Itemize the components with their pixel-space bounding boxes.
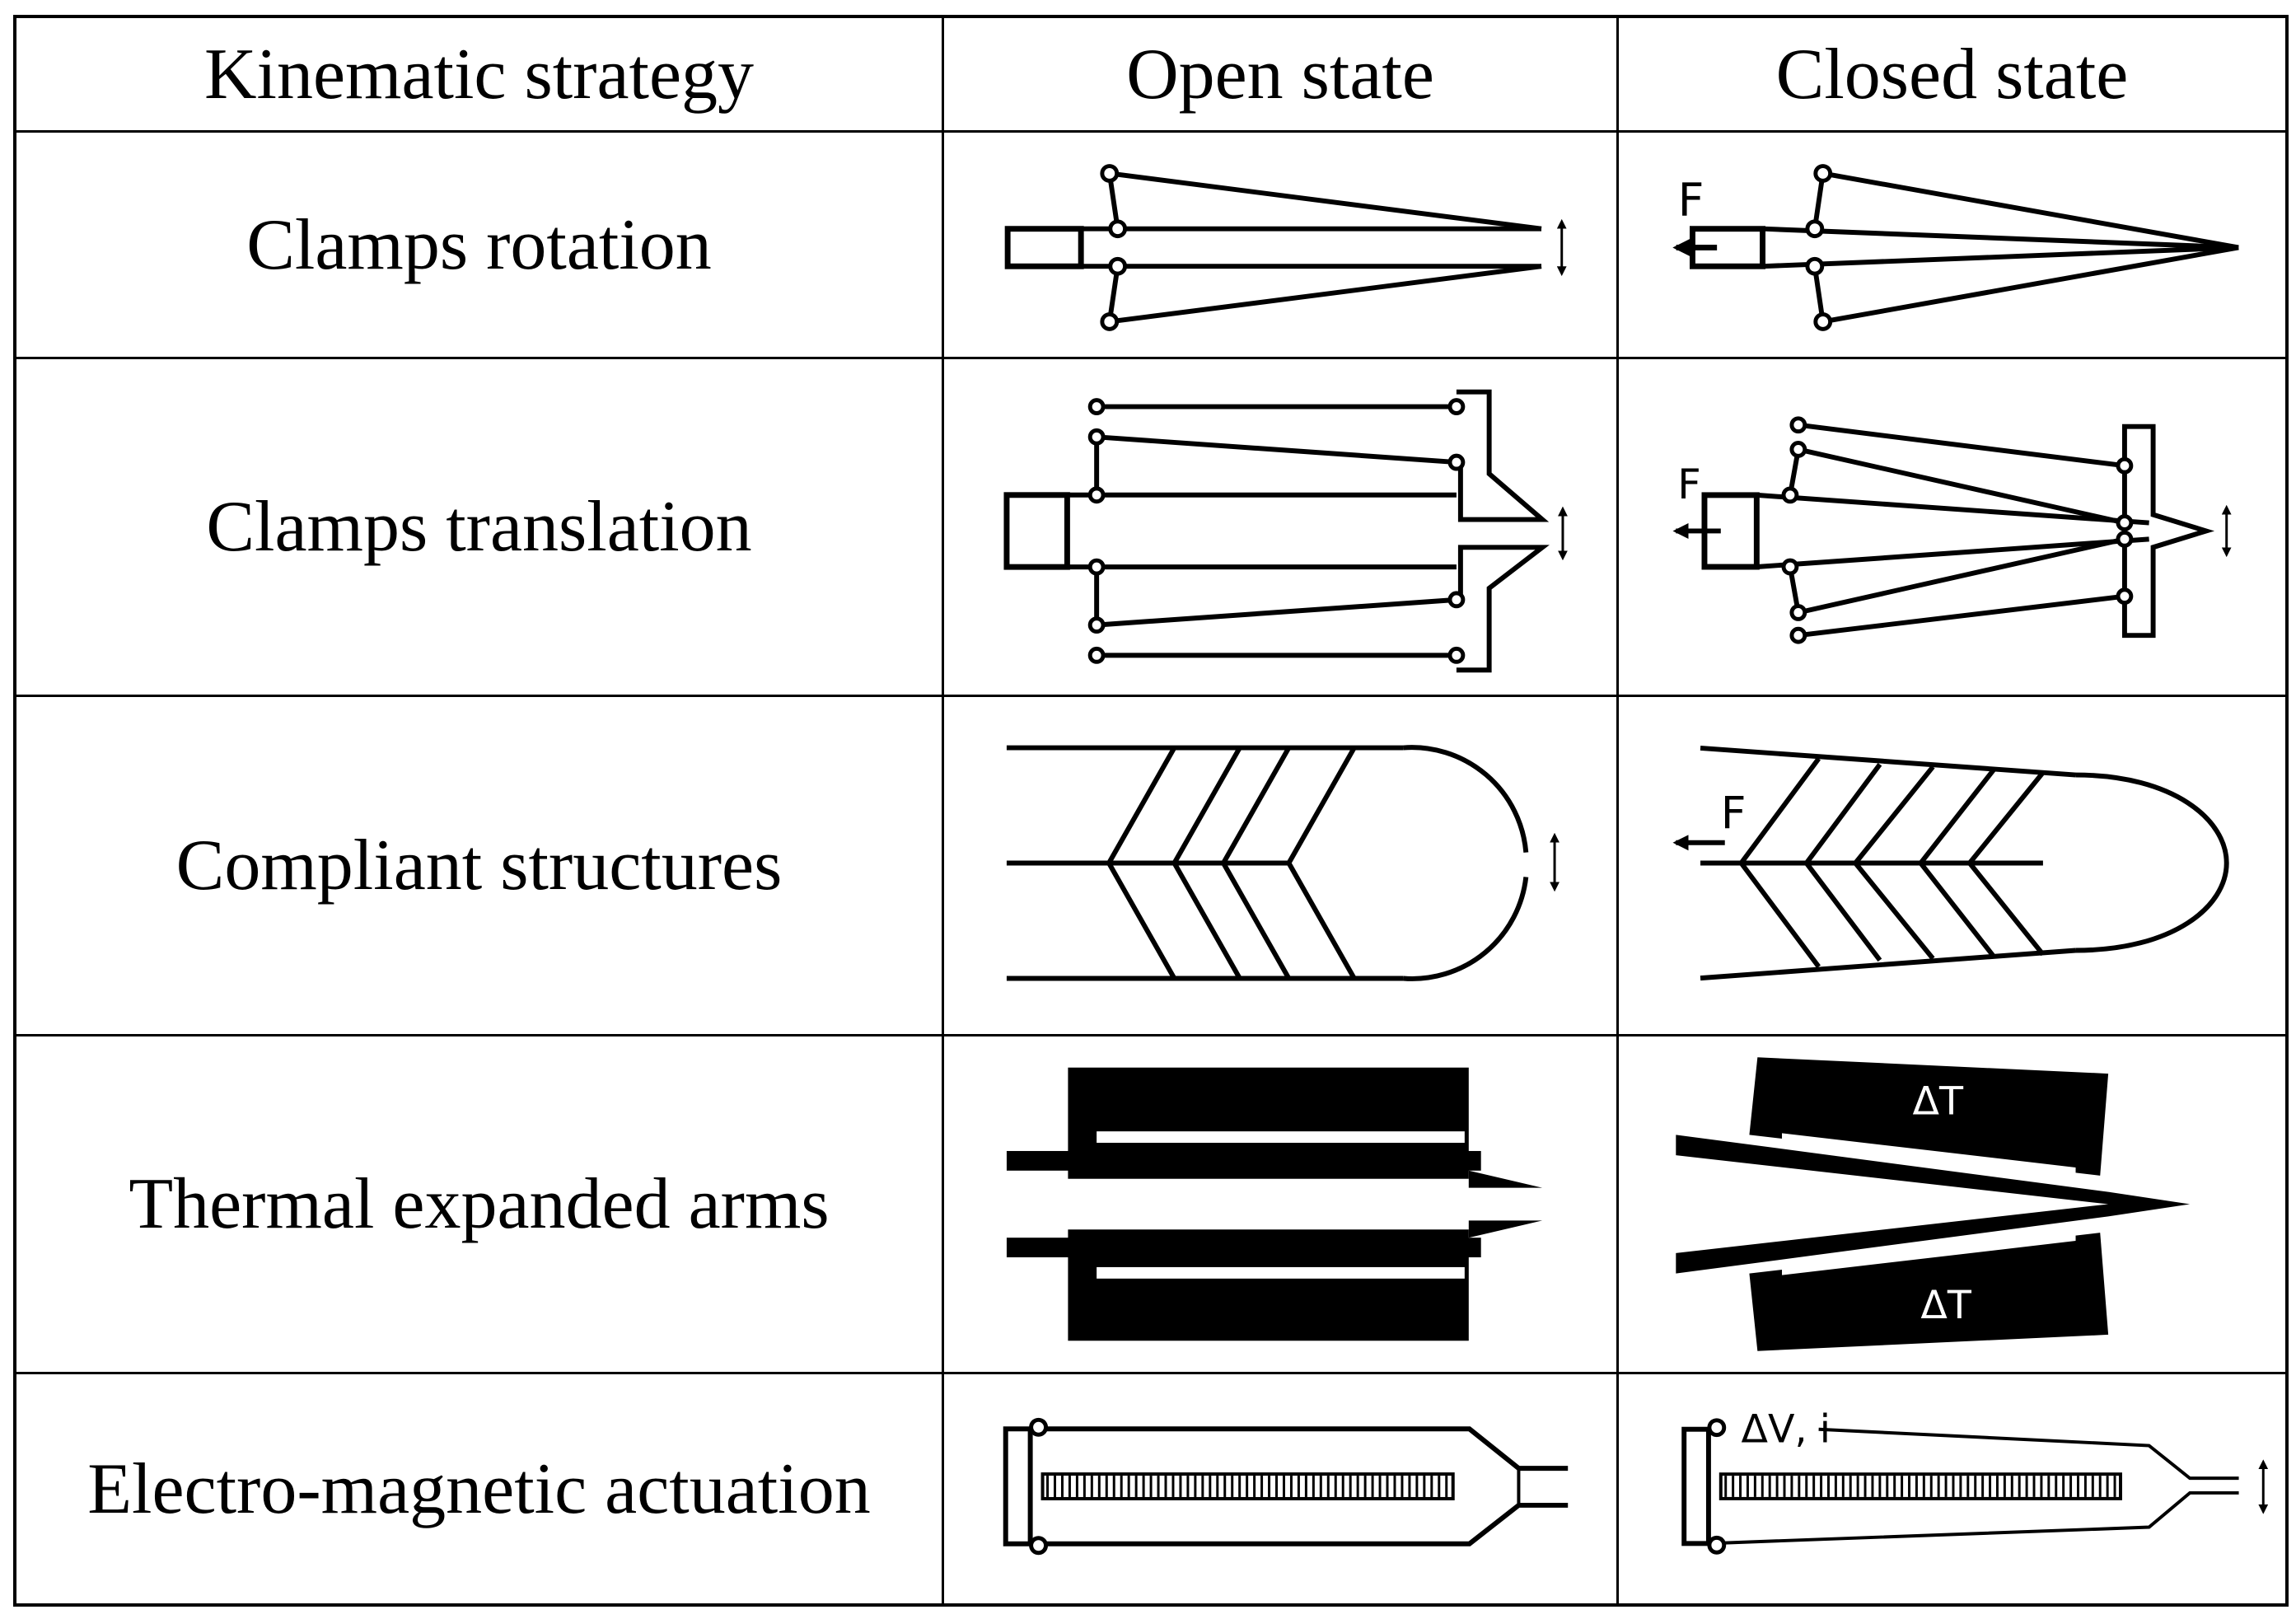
- thermal-arms-closed-diagram: ΔT ΔT: [1619, 1036, 2285, 1374]
- header-kinematic-strategy: Kinematic strategy: [16, 18, 944, 133]
- header-label: Kinematic strategy: [203, 34, 755, 115]
- voltage-current-label: ΔV, i: [1742, 1407, 1831, 1453]
- header-label: Closed state: [1775, 34, 2129, 115]
- clamps-rotation-open-figure: [1004, 164, 1567, 331]
- row-label-electro-magnetic-actuation: Electro-magnetic actuation: [16, 1374, 944, 1603]
- clamps-translation-closed-diagram: F: [1619, 359, 2285, 697]
- strategy-label: Compliant structures: [175, 826, 783, 905]
- thermal-arms-closed-figure: ΔT ΔT: [1676, 1057, 2191, 1351]
- electromagnetic-open-figure: [1003, 1417, 1569, 1556]
- kinematic-strategy-table: Kinematic strategy Open state Closed sta…: [13, 15, 2289, 1607]
- electromagnetic-closed-diagram: ΔV, i: [1619, 1374, 2285, 1603]
- force-label: F: [1677, 461, 1700, 508]
- clamps-translation-open-figure: [1003, 389, 1568, 673]
- header-open-state: Open state: [944, 18, 1619, 133]
- clamps-translation-closed-figure: F: [1672, 416, 2232, 644]
- clamps-rotation-closed-figure: F: [1672, 164, 2239, 331]
- row-label-clamps-translation: Clamps translation: [16, 359, 944, 697]
- strategy-label: Clamps rotation: [246, 204, 712, 285]
- compliant-structures-closed-diagram: F: [1619, 697, 2285, 1036]
- electromagnetic-closed-figure: ΔV, i: [1681, 1407, 2269, 1555]
- force-label: F: [1678, 175, 1704, 227]
- strategy-label: Electro-magnetic actuation: [87, 1448, 871, 1529]
- clamps-rotation-open-diagram: [944, 133, 1619, 359]
- compliant-structures-open-diagram: [944, 697, 1619, 1036]
- force-label: F: [1721, 787, 1747, 839]
- electromagnetic-open-diagram: [944, 1374, 1619, 1603]
- clamps-translation-open-diagram: [944, 359, 1619, 697]
- strategy-label: Thermal expanded arms: [129, 1164, 830, 1244]
- delta-t-bottom-label: ΔT: [1920, 1283, 1972, 1328]
- thermal-arms-open-diagram: [944, 1036, 1619, 1374]
- header-closed-state: Closed state: [1619, 18, 2285, 133]
- compliant-structures-closed-figure: F: [1672, 745, 2229, 981]
- row-label-thermal-expanded-arms: Thermal expanded arms: [16, 1036, 944, 1374]
- delta-t-top-label: ΔT: [1912, 1079, 1964, 1125]
- compliant-structures-open-figure: [1006, 745, 1560, 981]
- clamps-rotation-closed-diagram: F: [1619, 133, 2285, 359]
- row-label-clamps-rotation: Clamps rotation: [16, 133, 944, 359]
- row-label-compliant-structures: Compliant structures: [16, 697, 944, 1036]
- strategy-label: Clamps translation: [206, 487, 752, 567]
- header-label: Open state: [1126, 34, 1434, 115]
- thermal-arms-open-figure: [1006, 1067, 1543, 1341]
